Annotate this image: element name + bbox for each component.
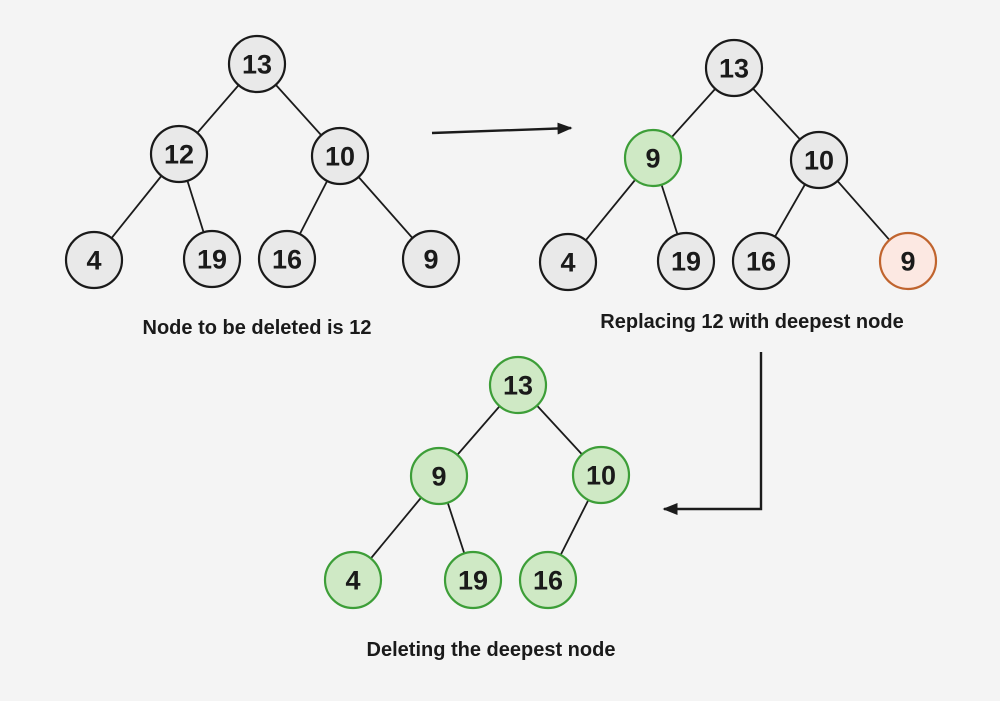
tree-node-value: 13 [242,50,272,80]
tree-node-value: 19 [671,247,701,277]
flow-arrow-step2-to-step3 [662,352,763,515]
tree-node-4 [323,550,383,610]
tree-node-12 [149,124,209,184]
tree-node-13 [227,34,287,94]
tree-node-value: 19 [197,245,227,275]
step-3-final-tree: 13 9 10 4 19 16 [323,355,631,610]
tree-node-value: 16 [746,247,776,277]
tree-node-value: 10 [586,461,616,491]
tree-node-value: 9 [645,144,660,174]
tree-node-19 [182,229,242,289]
tree-node-value: 10 [804,146,834,176]
tree-node-19 [443,550,503,610]
tree-node-value: 16 [272,245,302,275]
tree-node-16 [731,231,791,291]
tree-node-16 [257,229,317,289]
tree-node-10 [310,126,370,186]
tree-node-value: 13 [719,54,749,84]
tree-node-13 [704,38,764,98]
tree-node-9 [401,229,461,289]
tree-node-4 [538,232,598,292]
tree-node-13 [488,355,548,415]
tree-node-4 [64,230,124,290]
tree-node-value: 4 [86,246,101,276]
tree-node-value: 4 [560,248,575,278]
tree-node-9 [878,231,938,291]
tree-node-9 [409,446,469,506]
tree-node-16 [518,550,578,610]
tree-node-value: 10 [325,142,355,172]
tree-node-10 [789,130,849,190]
flow-arrow-step1-to-step2 [431,122,573,135]
tree-node-value: 19 [458,566,488,596]
tree-node-9 [623,128,683,188]
step-1-original-tree: 13 12 10 4 19 16 9 [64,34,461,290]
tree-node-value: 9 [900,247,915,277]
step-2-replaced-tree: 13 9 10 4 19 16 9 [538,38,938,292]
tree-node-value: 4 [345,566,360,596]
step-caption: Deleting the deepest node [367,639,616,661]
tree-node-value: 16 [533,566,563,596]
tree-node-value: 9 [423,245,438,275]
tree-node-value: 9 [431,462,446,492]
step-caption: Node to be deleted is 12 [143,317,372,339]
step-caption: Replacing 12 with deepest node [600,311,903,333]
tree-node-value: 12 [164,140,194,170]
tree-node-19 [656,231,716,291]
tree-node-value: 13 [503,371,533,401]
tree-node-10 [571,445,631,505]
